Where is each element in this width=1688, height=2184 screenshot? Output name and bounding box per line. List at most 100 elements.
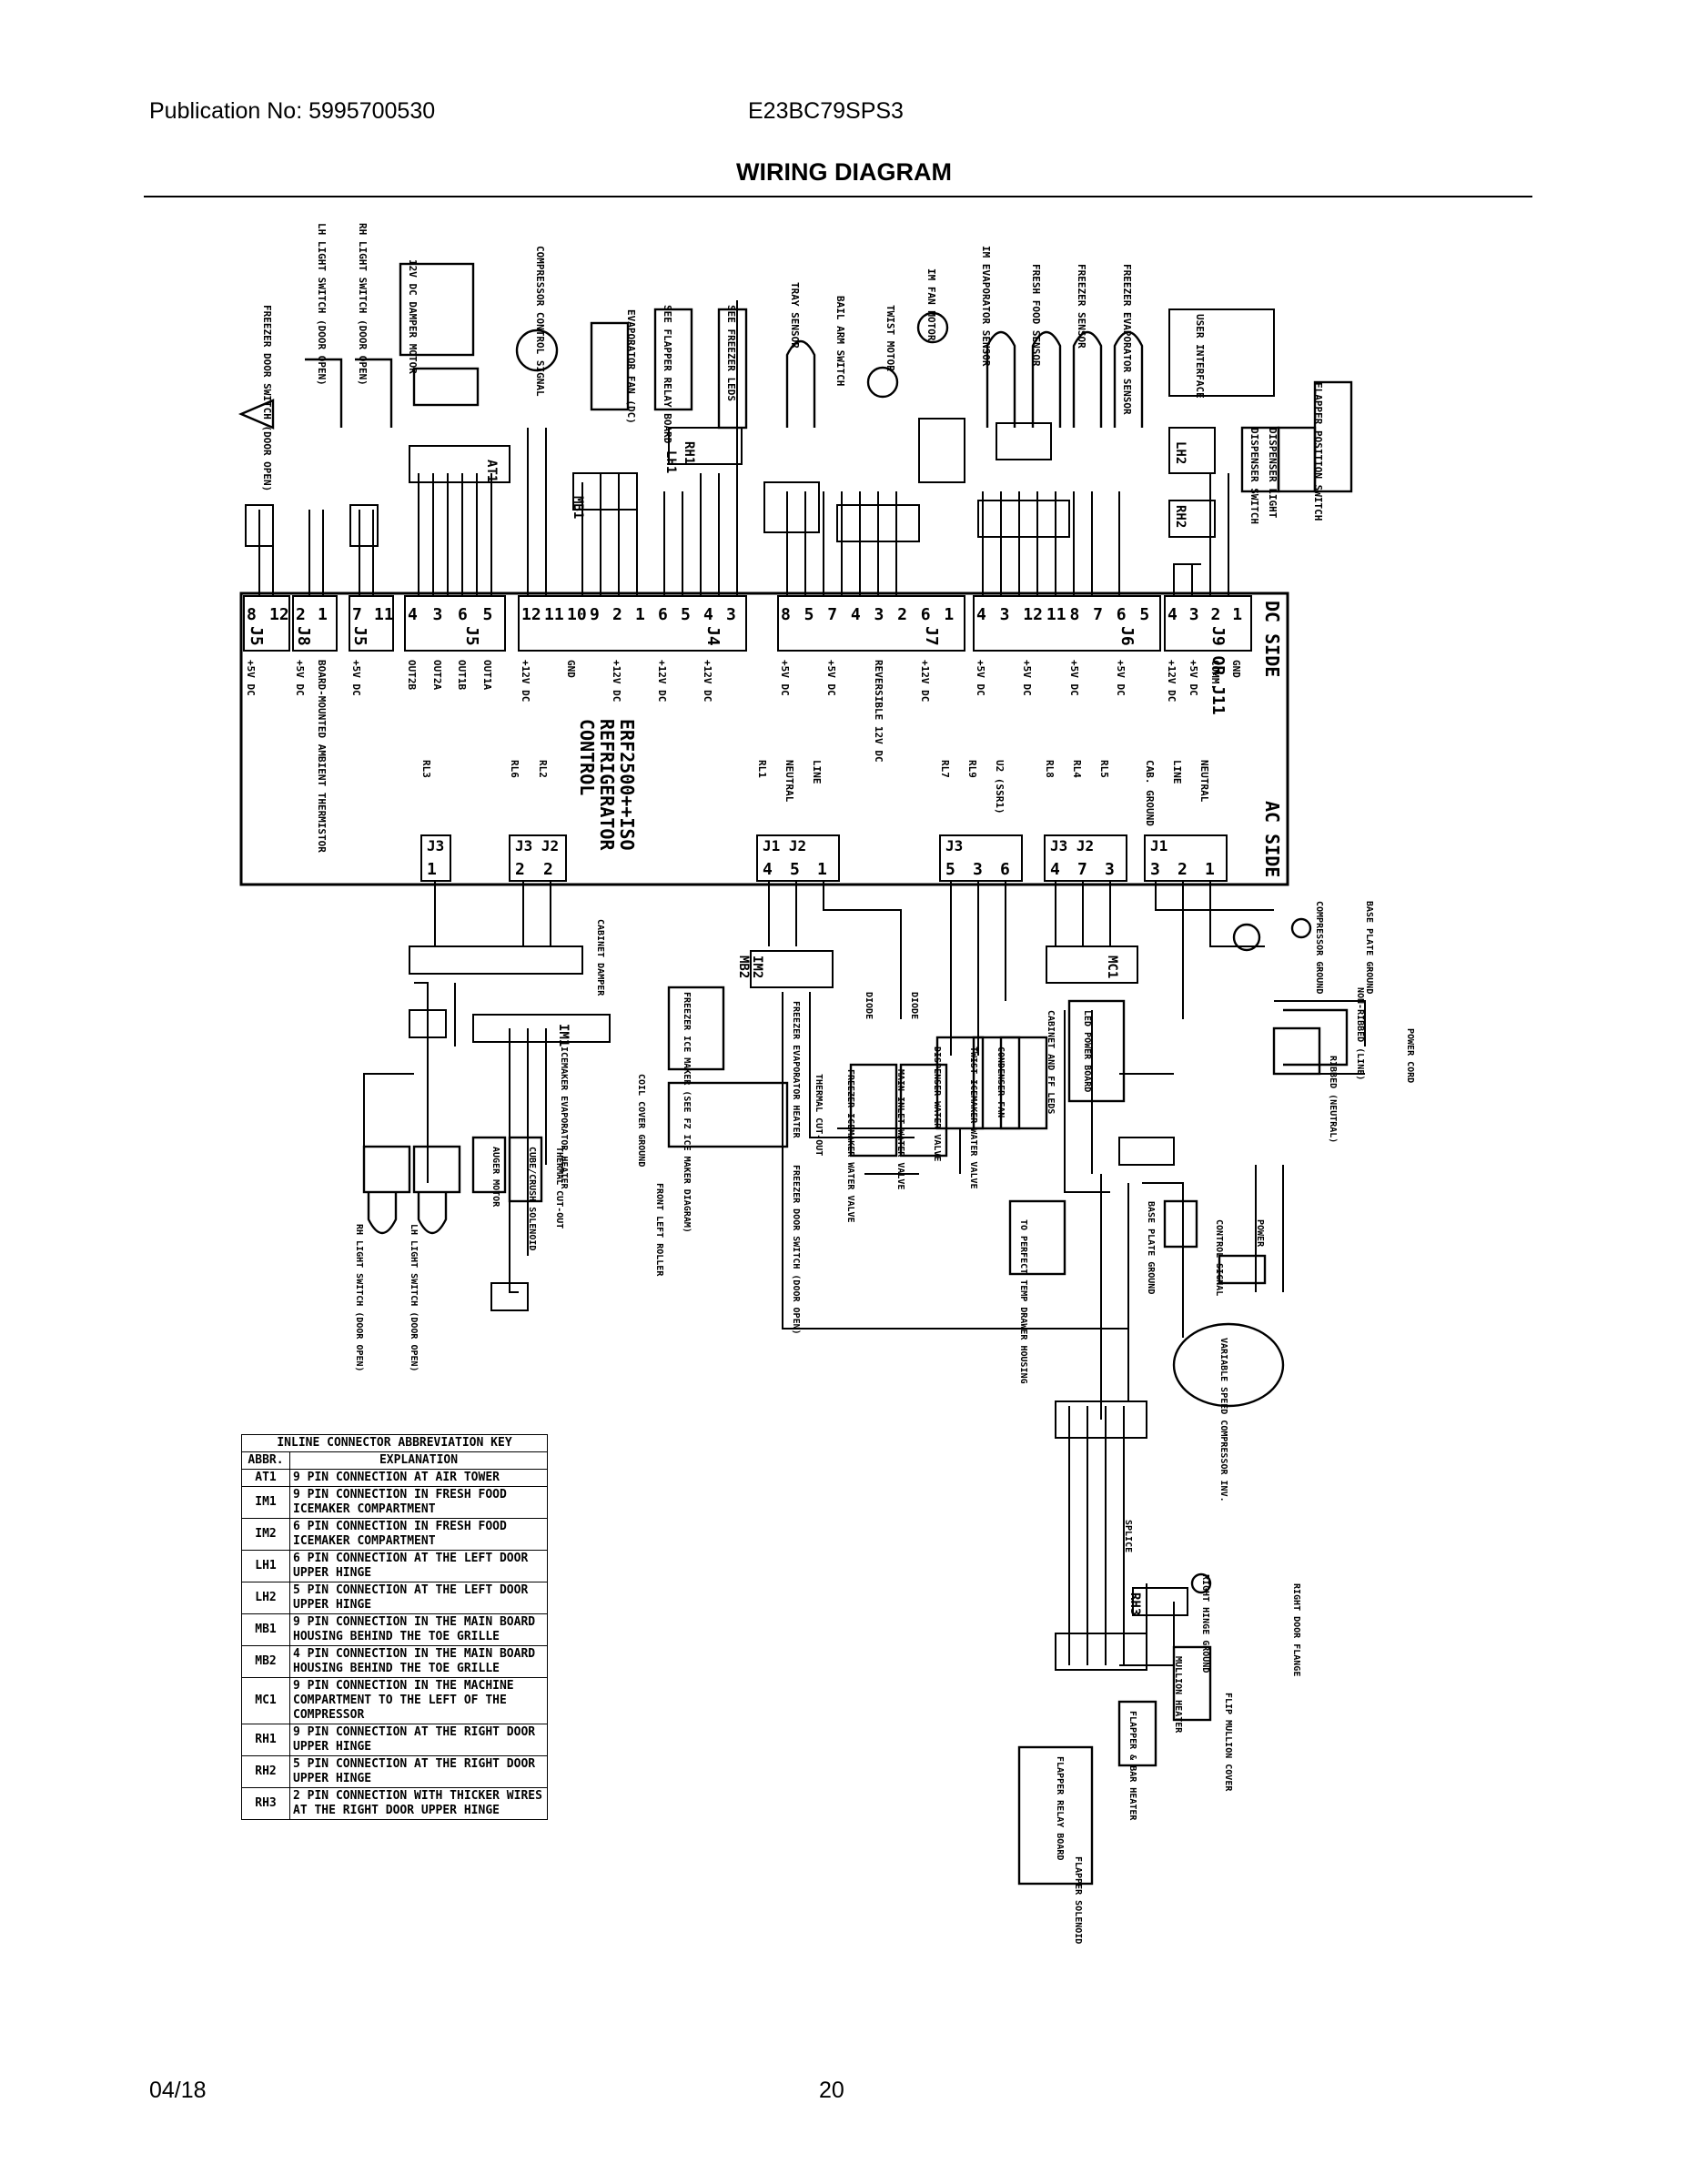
ac-connector-name: J3 J2	[515, 837, 560, 854]
ac-pin: 4	[1050, 860, 1060, 879]
dc-pin-label: +5V DC	[1067, 660, 1080, 696]
bottom-component-label: CUBE/CRUSH SOLENOID	[527, 1147, 537, 1251]
ac-connector-name: J1 J2	[763, 837, 807, 854]
dc-pin-label: +12V DC	[611, 660, 622, 703]
bottom-component-label: CONTROL SIGNAL	[1214, 1219, 1224, 1297]
dc-pin: 2	[897, 605, 907, 624]
dc-pin: 7	[1093, 605, 1103, 624]
inline-connector-label: IM2	[750, 956, 764, 979]
ac-pin-label: LINE	[811, 760, 823, 784]
ac-pin-label: NEUTRAL	[783, 760, 795, 803]
key-explanation: 9 PIN CONNECTION IN FRESH FOOD ICEMAKER …	[289, 1486, 548, 1519]
control-name-line3: CONTROL	[576, 719, 598, 796]
bottom-component-shapes	[362, 917, 1349, 1886]
top-component-label: BAIL ARM SWITCH	[834, 296, 846, 387]
dc-pin: 9	[590, 605, 600, 624]
ac-connector-name: J1	[1150, 837, 1168, 854]
bottom-component-label: RIGHT DOOR FLANGE	[1291, 1583, 1301, 1677]
dc-pin: 3	[726, 605, 736, 624]
ac-pin-label: NEUTRAL	[1198, 760, 1210, 803]
dc-pin-label: OUT2A	[430, 660, 443, 691]
key-abbr: LH1	[241, 1550, 290, 1582]
inline-connector-label: RH1	[682, 441, 696, 465]
dc-connector-name: J7	[922, 626, 941, 646]
dc-pin-label: GND	[565, 660, 577, 678]
key-abbr: RH2	[241, 1755, 290, 1788]
dc-pin: 10	[567, 605, 587, 624]
footer-date: 04/18	[149, 2078, 207, 2103]
dc-pin: 8	[781, 605, 791, 624]
dc-pin-label: GND	[1230, 660, 1243, 678]
dc-pin-label: BOARD-MOUNTED AMBIENT THERMISTOR	[316, 660, 328, 853]
dc-connector-name: J6	[1117, 626, 1137, 646]
bottom-component-label: RIGHT HINGE GROUND	[1200, 1574, 1210, 1673]
dc-connector-name: J5	[462, 626, 481, 646]
ac-pin: 1	[817, 860, 827, 879]
ac-pin: 4	[763, 860, 773, 879]
top-component-label: FREEZER DOOR SWITCH (DOOR OPEN)	[261, 305, 273, 492]
bottom-component-label: CABINET AND FF LEDS	[1046, 1010, 1056, 1115]
dc-pin-label: +5V DC	[1187, 660, 1199, 696]
dc-pin: 5	[681, 605, 691, 624]
bottom-component-label: FREEZER DOOR SWITCH (DOOR OPEN)	[791, 1165, 801, 1335]
dc-pin: 2	[1210, 605, 1221, 624]
dc-pin: 6	[1116, 605, 1127, 624]
top-component-label: IM EVAPORATOR SENSOR	[980, 246, 992, 367]
dc-connector-row	[243, 595, 1252, 652]
control-name: ERF2500++ISO REFRIGERATOR CONTROL	[576, 719, 638, 851]
dc-pin-label: +5V DC	[350, 660, 362, 696]
diode-label: DIODE	[864, 992, 874, 1020]
ac-pin-label: RL8	[1044, 760, 1056, 778]
key-explanation: 5 PIN CONNECTION AT THE LEFT DOOR UPPER …	[289, 1582, 548, 1614]
inline-connector-label: RH3	[1127, 1592, 1142, 1616]
key-explanation: 9 PIN CONNECTION AT THE RIGHT DOOR UPPER…	[289, 1724, 548, 1756]
dc-pin-label: +5V DC	[825, 660, 838, 696]
dc-pin: 6	[658, 605, 668, 624]
inline-connector-label: IM1	[556, 1024, 571, 1047]
bottom-component-label: LH LIGHT SWITCH (DOOR OPEN)	[409, 1224, 419, 1372]
inline-connectors-top	[245, 308, 1275, 547]
dc-pin: 11	[1046, 605, 1066, 624]
bottom-component-label: RIBBED (NEUTRAL)	[1328, 1056, 1338, 1144]
control-name-line1: ERF2500++ISO	[616, 719, 638, 851]
key-abbr: RH1	[241, 1724, 290, 1756]
key-explanation: 9 PIN CONNECTION IN THE MACHINE COMPARTM…	[289, 1677, 548, 1724]
dc-pin: 5	[1139, 605, 1150, 624]
dc-connector-name: J4	[703, 626, 723, 646]
inline-connector-label: AT1	[484, 460, 499, 483]
ac-pin: 2	[1178, 860, 1188, 879]
inline-connector-label: LH1	[663, 450, 678, 474]
bottom-component-label: POWER CORD	[1405, 1028, 1415, 1084]
top-component-label: DISPENSER SWITCH	[1248, 428, 1260, 524]
top-component-label: USER INTERFACE	[1194, 314, 1206, 399]
top-component-label: FREEZER SENSOR	[1076, 264, 1087, 349]
dc-pin: 1	[1232, 605, 1243, 624]
key-abbr: AT1	[241, 1469, 290, 1487]
page-number: 20	[819, 2078, 844, 2103]
top-component-label: DISPENSER LIGHT	[1267, 428, 1279, 519]
ac-side-label: AC SIDE	[1261, 801, 1283, 878]
bottom-component-label: CABINET DAMPER	[595, 919, 605, 996]
dc-pin-label: +5V DC	[1114, 660, 1127, 696]
dc-pin-label: +5V DC	[779, 660, 791, 696]
bottom-component-label: POWER	[1255, 1219, 1265, 1248]
bottom-component-label: BASE PLATE GROUND	[1146, 1201, 1156, 1295]
dc-pin: 1	[318, 605, 328, 624]
key-abbr: IM2	[241, 1518, 290, 1551]
dc-pin-label: OUT2B	[406, 660, 418, 691]
bottom-component-label: COIL COVER GROUND	[636, 1074, 646, 1168]
ac-pin: 5	[790, 860, 800, 879]
bottom-component-label: FREEZER ICEMAKER WATER VALVE	[845, 1069, 855, 1223]
dc-pin: 3	[999, 605, 1010, 624]
key-abbr: MC1	[241, 1677, 290, 1724]
inline-connector-label: MC1	[1105, 956, 1119, 979]
dc-pin: 5	[804, 605, 814, 624]
bottom-component-label: MAIN INLET WATER VALVE	[895, 1069, 905, 1190]
ac-connector-row	[420, 834, 1228, 882]
bottom-component-label: MULLION HEATER	[1173, 1656, 1183, 1734]
